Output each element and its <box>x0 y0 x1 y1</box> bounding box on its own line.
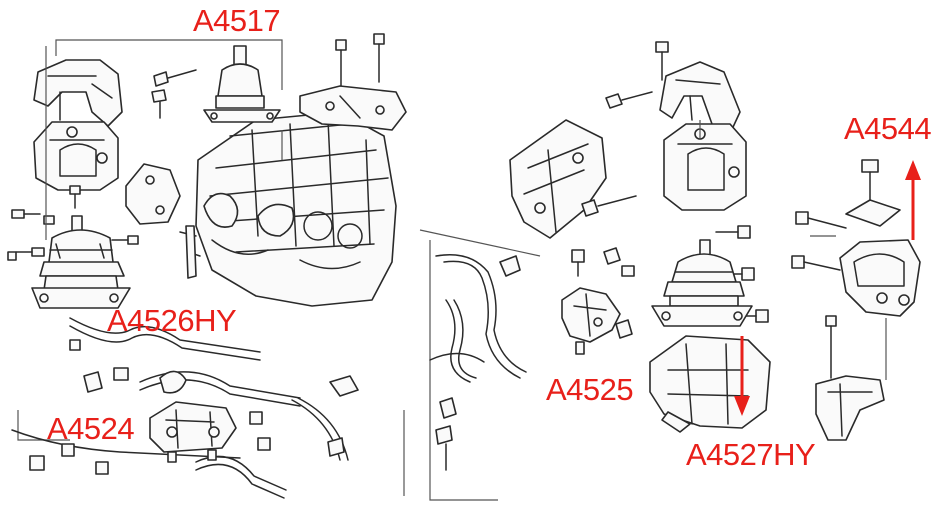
upper-left-bracket <box>33 59 123 127</box>
center-leader-lines <box>403 229 541 501</box>
left-leader-lines <box>17 39 283 441</box>
callout-a4525: A4525 <box>546 372 634 407</box>
right-leader-lines <box>699 120 887 380</box>
engine-block <box>179 111 397 307</box>
right-mount-housing <box>663 123 747 211</box>
center-hoses <box>429 254 527 471</box>
mount-a4544-part <box>839 159 921 317</box>
left-mount-housing <box>33 121 119 191</box>
callout-a4524: A4524 <box>47 411 135 446</box>
mount-a4526hy-part <box>31 215 131 309</box>
callout-a4526hy: A4526HY <box>107 303 237 338</box>
red-arrows <box>734 160 921 416</box>
mount-a4525-part <box>561 287 633 355</box>
callout-a4544: A4544 <box>844 111 932 146</box>
a4544-bolts <box>791 211 847 379</box>
center-right-bolts <box>571 41 769 323</box>
mount-a4527hy-part <box>651 239 753 327</box>
transmission-bracket <box>509 119 607 239</box>
lower-right-bracket <box>815 375 885 441</box>
callout-a4517: A4517 <box>193 3 281 38</box>
top-right-bracket <box>299 85 407 131</box>
callout-a4527hy: A4527HY <box>686 437 816 472</box>
small-bracket-mid-left <box>125 163 181 225</box>
lower-left-hoses <box>11 317 349 499</box>
mount-a4524-part <box>149 401 237 463</box>
lower-right-plate <box>649 335 771 433</box>
lower-left-fittings <box>29 339 359 475</box>
top-bolts <box>151 33 385 119</box>
mount-a4517-part <box>203 45 281 123</box>
